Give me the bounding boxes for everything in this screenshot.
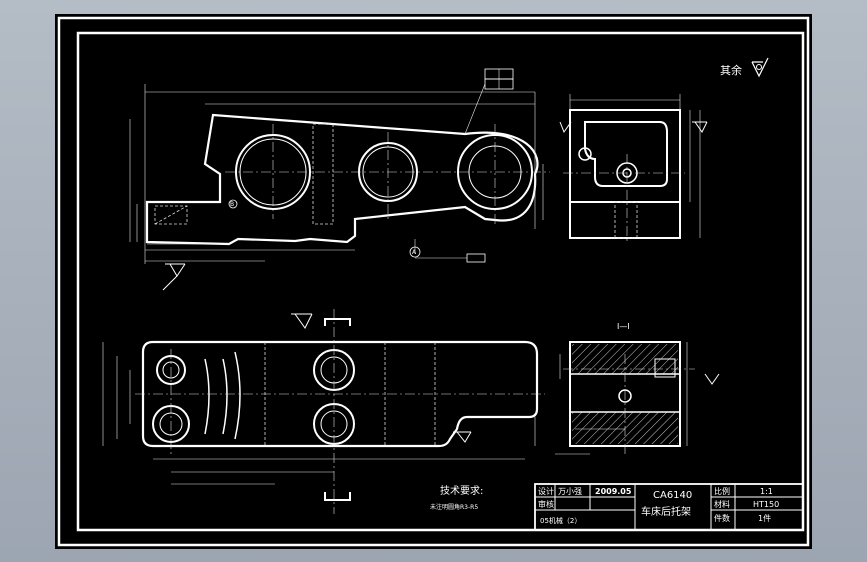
designer-name: 万小强 — [558, 487, 582, 496]
checker-label: 审核 — [538, 499, 554, 509]
title-block: 设计 万小强 2009.05 审核 05机械（2） CA6140 车床后托架 比… — [534, 483, 804, 531]
design-date: 2009.05 — [595, 487, 632, 496]
section-view: Ⅰ—Ⅰ — [555, 322, 720, 455]
qty-value: 1件 — [758, 513, 771, 523]
drawing-sheet: A B — [55, 14, 812, 549]
top-view — [102, 309, 545, 514]
material-label: 材料 — [714, 499, 730, 509]
class-label: 05机械（2） — [540, 516, 581, 525]
qty-label: 件数 — [714, 513, 730, 523]
material-value: HT150 — [753, 500, 779, 509]
datum-b: B — [230, 201, 234, 208]
outer-border — [57, 16, 810, 547]
part-name: 车床后托架 — [641, 505, 691, 518]
roughness-note: 其余 — [720, 63, 742, 77]
side-view — [559, 94, 708, 242]
tech-req-title: 技术要求: — [440, 484, 483, 497]
designer-label: 设计 — [538, 486, 554, 496]
inner-border — [76, 31, 805, 532]
tech-req-line1: 未注明圆角R3-R5 — [430, 503, 478, 511]
scale-value: 1:1 — [760, 487, 773, 496]
model-number: CA6140 — [653, 490, 692, 501]
front-view: A B — [129, 68, 550, 291]
engineering-drawing: A B — [57, 16, 810, 547]
roughness-symbol — [751, 57, 769, 78]
scale-label: 比例 — [714, 486, 730, 496]
section-label: Ⅰ—Ⅰ — [617, 322, 630, 331]
datum-a: A — [412, 249, 417, 256]
